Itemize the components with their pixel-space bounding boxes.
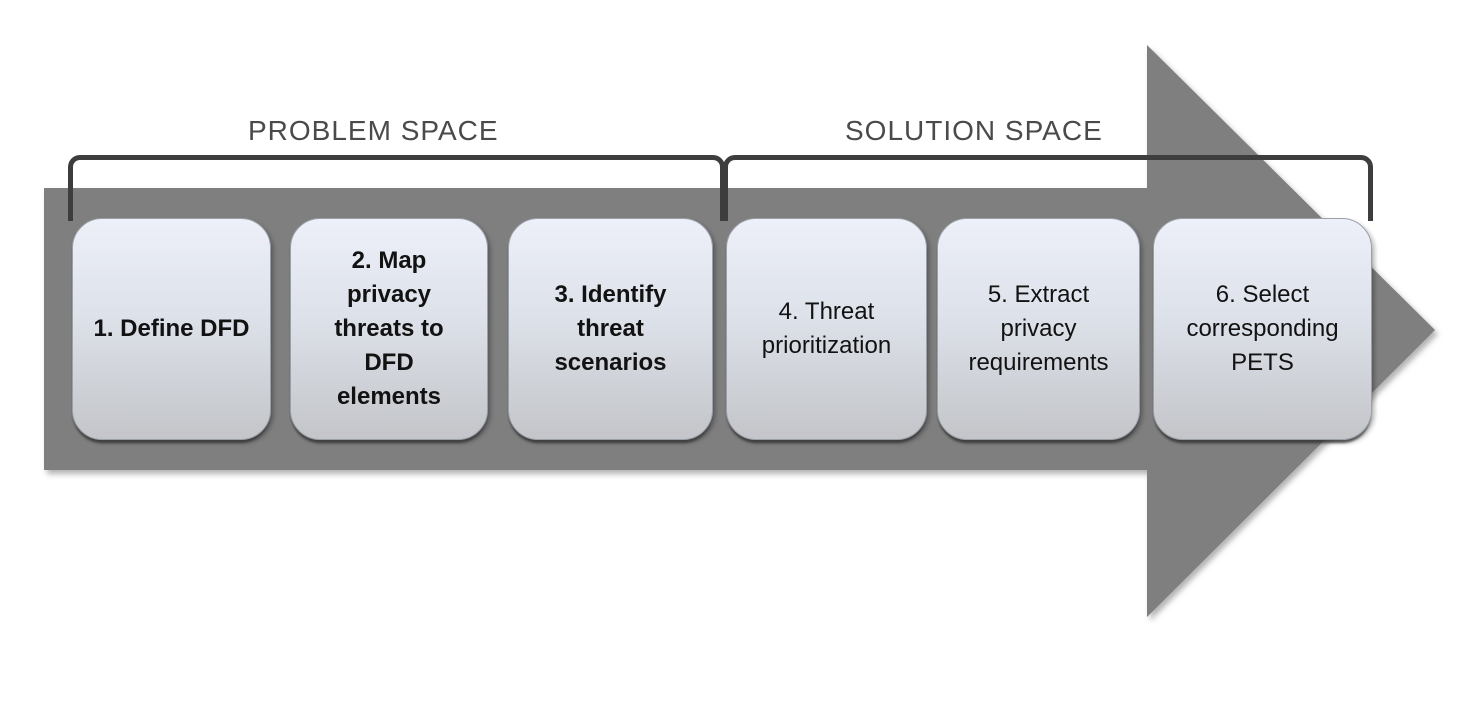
- step-box-select-corresponding-pets: 6. Select corresponding PETS: [1153, 218, 1372, 440]
- step-box-define-dfd: 1. Define DFD: [72, 218, 271, 440]
- step-label: 6. Select corresponding PETS: [1186, 281, 1339, 376]
- step-box-identify-threat-scenarios: 3. Identify threat scenarios: [508, 218, 713, 440]
- solution-space-label: SOLUTION SPACE: [845, 115, 1103, 146]
- problem-space-bracket: [68, 155, 725, 221]
- problem-space-label: PROBLEM SPACE: [248, 115, 499, 146]
- step-label: 5. Extract privacy requirements: [968, 281, 1109, 376]
- step-label: 1. Define DFD: [93, 315, 250, 342]
- step-box-threat-prioritization: 4. Threat prioritization: [726, 218, 927, 440]
- step-box-map-privacy-threats: 2. Map privacy threats to DFD elements: [290, 218, 488, 440]
- step-label: 2. Map privacy threats to DFD elements: [334, 247, 444, 410]
- step-box-extract-privacy-requirements: 5. Extract privacy requirements: [937, 218, 1140, 440]
- solution-space-bracket: [723, 155, 1373, 221]
- step-label: 4. Threat prioritization: [761, 298, 892, 359]
- step-label: 3. Identify threat scenarios: [554, 281, 667, 376]
